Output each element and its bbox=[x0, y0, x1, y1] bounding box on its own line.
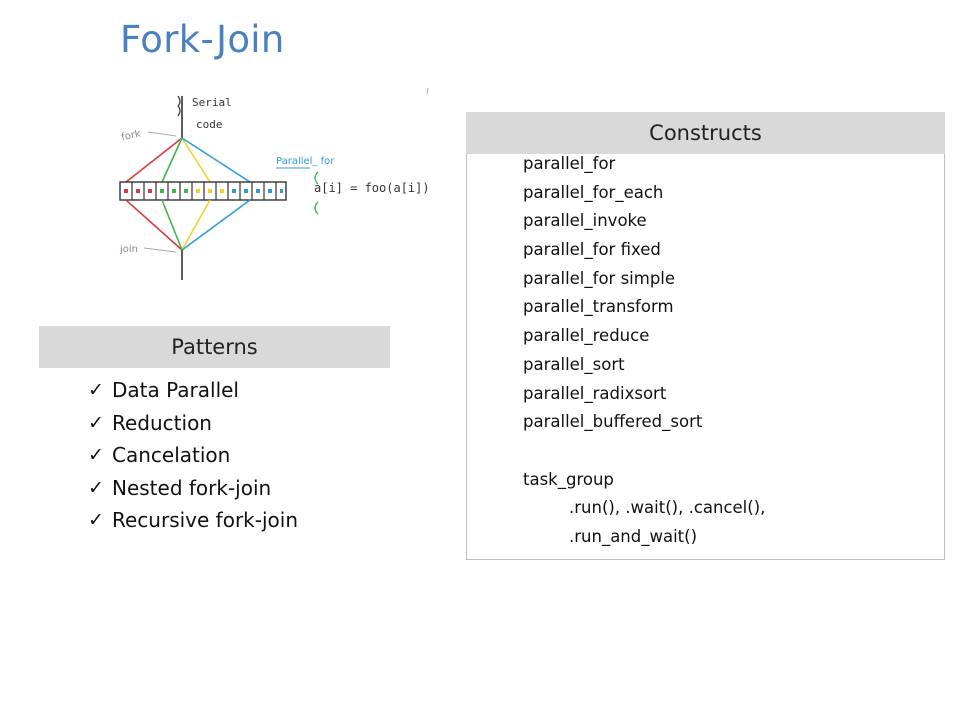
pattern-item: ✓Reduction bbox=[88, 407, 298, 440]
construct-item: parallel_buffered_sort bbox=[523, 412, 703, 432]
checkmark-icon: ✓ bbox=[88, 411, 104, 434]
constructs-header: Constructs bbox=[466, 112, 945, 154]
task-group-methods: .run(), .wait(), .cancel(), bbox=[569, 498, 766, 518]
constructs-list: parallel_for parallel_for_each parallel_… bbox=[523, 150, 765, 552]
assignment-annotation: a[i] = foo(a[i]) bbox=[314, 181, 430, 195]
construct-item: parallel_radixsort bbox=[523, 383, 667, 403]
construct-item: parallel_transform bbox=[523, 297, 674, 317]
construct-item: parallel_for fixed bbox=[523, 240, 661, 260]
join-arrow bbox=[143, 247, 177, 253]
task-group-item: task_group bbox=[523, 469, 614, 489]
construct-item: parallel_sort bbox=[523, 354, 625, 374]
construct-item: parallel_invoke bbox=[523, 211, 647, 231]
checkmark-icon: ✓ bbox=[88, 379, 104, 401]
pattern-item: ✓Cancelation bbox=[88, 439, 298, 472]
fork-arrow bbox=[147, 131, 177, 137]
parallel-for-annotation: Parallel_ for bbox=[276, 156, 335, 167]
checkmark-icon: ✓ bbox=[88, 509, 104, 531]
array-cells bbox=[119, 181, 287, 201]
construct-item: parallel_for_each bbox=[523, 182, 664, 202]
patterns-list: ✓Data Parallel ✓Reduction ✓Cancelation ✓… bbox=[88, 374, 298, 537]
pattern-item: ✓Nested fork-join bbox=[88, 472, 298, 505]
pattern-item: ✓Recursive fork-join bbox=[88, 504, 298, 537]
fork-join-sketch: Serial code fork join Parallel_ for a[i]… bbox=[119, 87, 430, 280]
construct-item: parallel_for bbox=[523, 154, 616, 173]
pattern-item: ✓Data Parallel bbox=[88, 374, 298, 407]
construct-item: parallel_reduce bbox=[523, 326, 650, 346]
patterns-header: Patterns bbox=[39, 326, 390, 368]
slide-title: Fork-Join bbox=[120, 18, 285, 61]
fork-label: fork bbox=[120, 128, 142, 143]
checkmark-icon: ✓ bbox=[88, 444, 104, 466]
serial-label: Serial bbox=[192, 96, 232, 109]
list-spacer bbox=[523, 437, 765, 466]
task-group-methods: .run_and_wait() bbox=[569, 526, 698, 546]
join-label: join bbox=[119, 244, 138, 255]
construct-item: parallel_for simple bbox=[523, 268, 676, 288]
checkmark-icon: ✓ bbox=[88, 476, 104, 499]
code-label: code bbox=[196, 118, 223, 131]
